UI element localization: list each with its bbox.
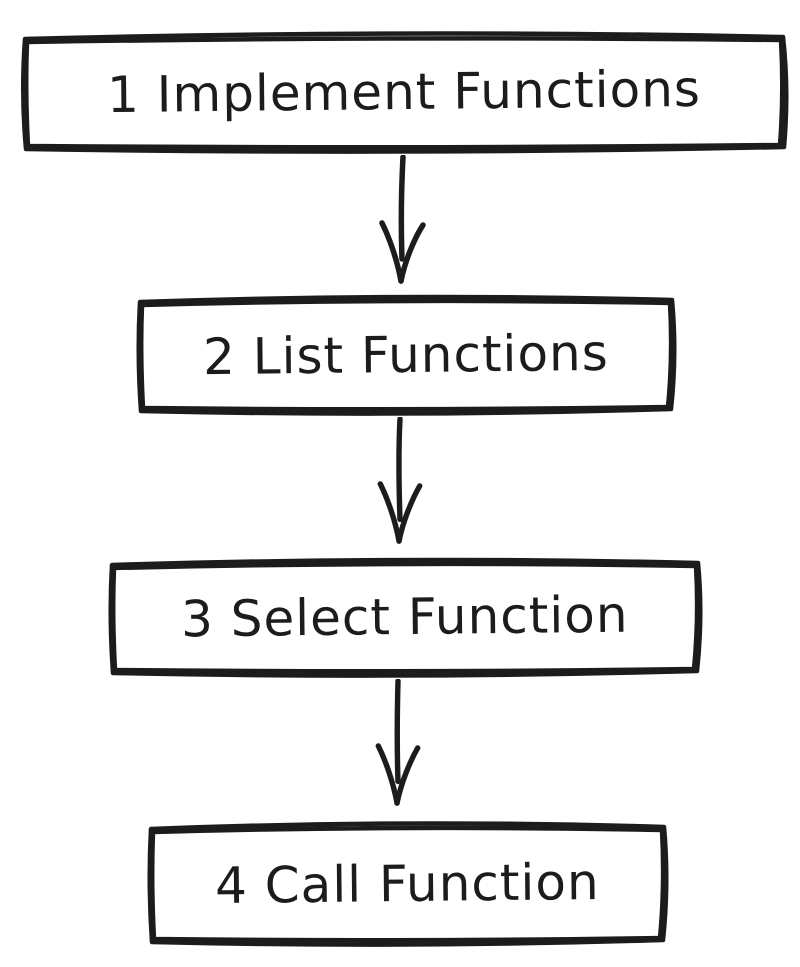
flow-arrow-3-down-icon [375, 679, 421, 806]
step-label: 2 List Functions [202, 323, 610, 386]
box-border [147, 821, 669, 947]
box-border [20, 31, 789, 154]
step-label: 4 Call Function [214, 852, 601, 915]
flow-box-step-3: 3 Select Function [106, 554, 704, 680]
step-label: 3 Select Function [180, 585, 630, 649]
step-label: 1 Implement Functions [106, 59, 702, 125]
flow-box-step-2: 2 List Functions [134, 291, 678, 418]
flow-arrow-1-down-icon [379, 155, 426, 284]
flow-box-step-1: 1 Implement Functions [18, 28, 790, 156]
flow-box-step-4: 4 Call Function [145, 817, 670, 950]
box-border [108, 557, 703, 678]
box-border [136, 294, 677, 416]
flow-arrow-2-down-icon [377, 417, 423, 544]
